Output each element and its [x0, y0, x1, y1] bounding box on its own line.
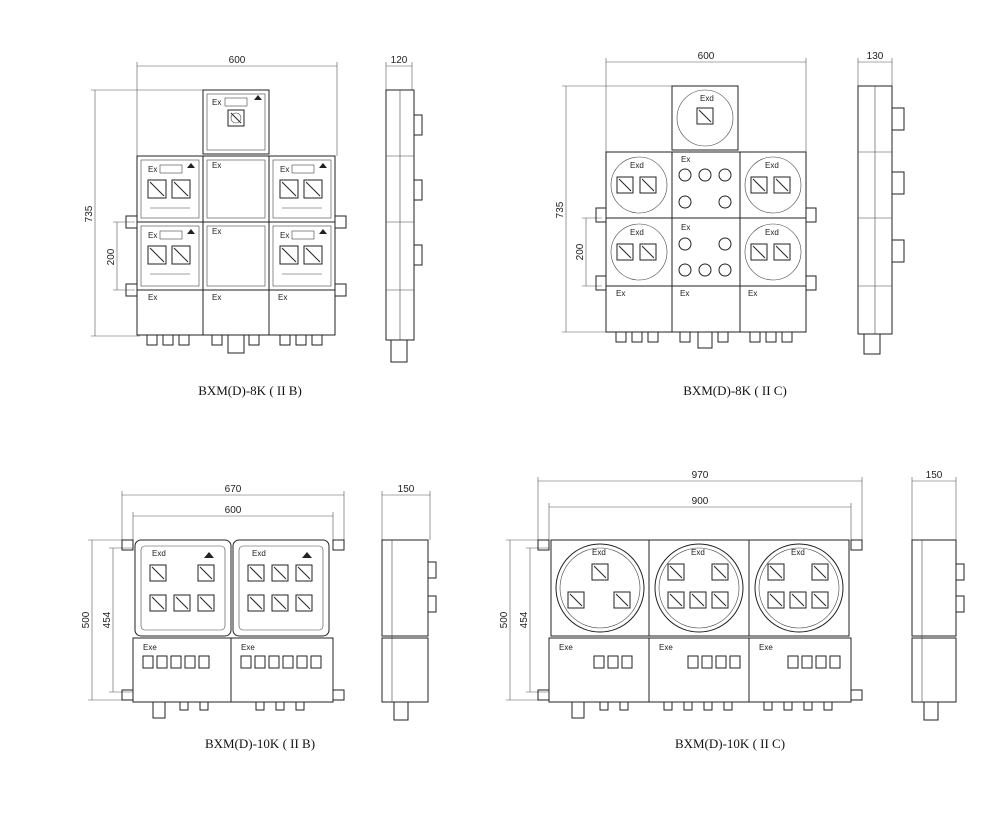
- enclosure-mark: Exd: [630, 161, 644, 170]
- drawing-8k-iib: 600 735 200 Ex Ex: [84, 55, 423, 398]
- drawing-10k-iic: 970 900 500 454 Exd: [499, 470, 965, 751]
- enclosure-mark: Exe: [241, 643, 255, 652]
- enclosure-mark: Exd: [152, 549, 166, 558]
- enclosure-mark: Exd: [252, 549, 266, 558]
- depth-label: 130: [867, 51, 884, 62]
- height-label: 735: [84, 205, 95, 222]
- enclosure-mark: Ex: [278, 293, 287, 302]
- dimension-spacing: 200: [575, 217, 602, 287]
- depth-label: 120: [391, 55, 408, 66]
- top-switch-box: Ex: [202, 89, 270, 155]
- dimension-width: 600: [132, 505, 334, 540]
- top-switch-box: Exd: [671, 85, 739, 151]
- mid-row-lower: Ex Ex Ex: [136, 221, 336, 291]
- drawing-caption: BXM(D)-10K ( II C): [675, 736, 785, 751]
- drawing-10k-iib: 670 600 500 454 Exd: [81, 484, 437, 751]
- enclosure-mark: Exd: [592, 548, 606, 557]
- side-view: 150: [911, 470, 965, 721]
- dimension-overall-width: 970: [537, 470, 863, 540]
- dimension-inner-height: 454: [102, 547, 133, 693]
- bottom-row: Ex Ex Ex: [136, 289, 336, 354]
- height-label: 500: [81, 611, 92, 628]
- enclosure-mark: Exd: [700, 94, 714, 103]
- flameproof-enclosures: Exd Exd: [134, 539, 330, 637]
- enclosure-mark: Ex: [148, 165, 157, 174]
- depth-label: 150: [926, 470, 943, 481]
- overall-width-label: 970: [692, 470, 709, 481]
- increased-safety-enclosures: Exe Exe Exe: [548, 637, 852, 719]
- dimension-inner-height: 454: [519, 547, 549, 693]
- width-label: 600: [229, 55, 246, 66]
- enclosure-mark: Ex: [681, 223, 690, 232]
- mounting-lugs: [121, 539, 345, 701]
- mounting-lugs: [537, 539, 863, 701]
- dimension-width: 600: [136, 55, 338, 156]
- dimension-overall-width: 670: [121, 484, 345, 540]
- height-label: 735: [555, 201, 566, 218]
- enclosure-mark: Ex: [212, 293, 221, 302]
- enclosure-mark: Exd: [791, 548, 805, 557]
- dimension-height: 735: [84, 89, 205, 337]
- enclosure-mark: Exd: [765, 161, 779, 170]
- enclosure-mark: Ex: [212, 227, 221, 236]
- enclosure-mark: Exd: [630, 228, 644, 237]
- dimension-height: 735: [555, 85, 672, 333]
- enclosure-mark: Exe: [559, 643, 573, 652]
- depth-label: 150: [398, 484, 415, 495]
- increased-safety-enclosures: Exe Exe: [132, 637, 334, 719]
- mounting-lugs: [595, 207, 817, 291]
- inner-height-label: 454: [102, 611, 113, 628]
- enclosure-mark: Ex: [680, 289, 689, 298]
- width-label: 900: [692, 496, 709, 507]
- overall-width-label: 670: [225, 484, 242, 495]
- spacing-label: 200: [106, 248, 117, 265]
- enclosure-mark: Exd: [691, 548, 705, 557]
- enclosure-mark: Ex: [681, 155, 690, 164]
- spacing-label: 200: [575, 243, 586, 260]
- dimension-width: 600: [605, 51, 807, 152]
- enclosure-mark: Ex: [616, 289, 625, 298]
- width-label: 600: [698, 51, 715, 62]
- mid-row-lower: Exd Ex Exd: [605, 217, 807, 287]
- enclosure-mark: Ex: [148, 293, 157, 302]
- mid-row-upper: Exd Ex Exd: [605, 151, 807, 219]
- flameproof-enclosures: Exd Exd Exd: [550, 539, 850, 637]
- width-label: 600: [225, 505, 242, 516]
- side-view: 130: [857, 51, 905, 355]
- enclosure-mark: Exd: [765, 228, 779, 237]
- enclosure-mark: Exe: [759, 643, 773, 652]
- enclosure-mark: Exe: [659, 643, 673, 652]
- enclosure-mark: Ex: [280, 165, 289, 174]
- side-view: 150: [381, 484, 437, 721]
- enclosure-mark: Ex: [148, 231, 157, 240]
- enclosure-mark: Ex: [748, 289, 757, 298]
- enclosure-mark: Ex: [280, 231, 289, 240]
- enclosure-mark: Exe: [143, 643, 157, 652]
- side-view: 120: [385, 55, 423, 363]
- height-label: 500: [499, 611, 510, 628]
- drawing-8k-iic: 600 735 200 Exd Exd: [555, 51, 905, 398]
- bottom-row: Ex Ex Ex: [605, 285, 807, 349]
- drawing-caption: BXM(D)-10K ( II B): [205, 736, 315, 751]
- dimension-spacing: 200: [106, 221, 135, 291]
- inner-height-label: 454: [519, 611, 530, 628]
- drawing-caption: BXM(D)-8K ( II C): [683, 383, 787, 398]
- mounting-lugs: [125, 215, 347, 297]
- enclosure-mark: Ex: [212, 98, 221, 107]
- dimension-width: 900: [548, 496, 852, 540]
- enclosure-mark: Ex: [212, 161, 221, 170]
- mid-row-upper: Ex Ex Ex: [136, 155, 336, 223]
- drawing-caption: BXM(D)-8K ( II B): [198, 383, 302, 398]
